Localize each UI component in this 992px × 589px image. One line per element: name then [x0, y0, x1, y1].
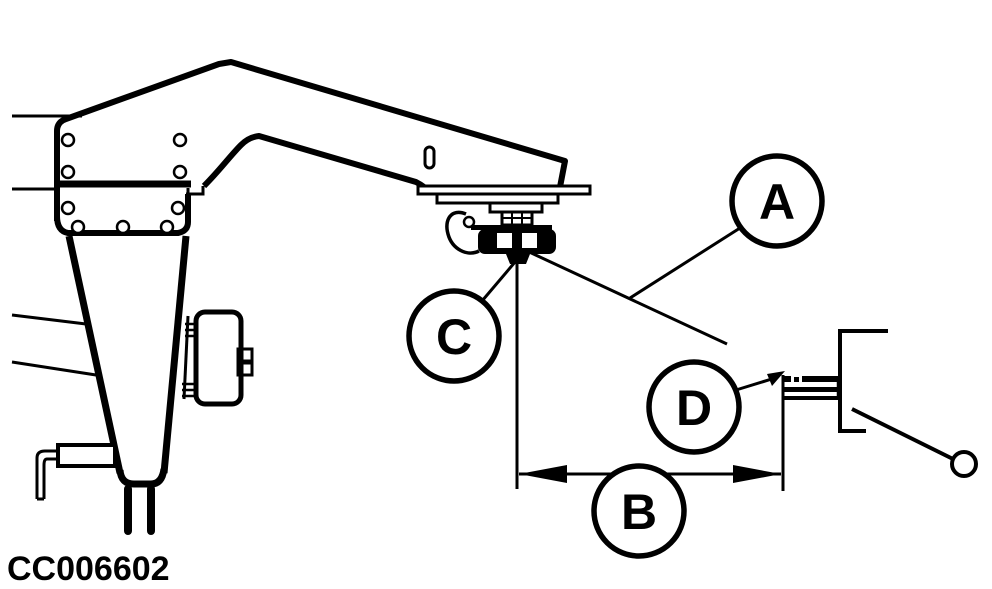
arm-inner-edge	[201, 133, 426, 190]
arm-outer-edge	[54, 59, 568, 221]
support-leg-left	[65, 235, 124, 474]
bracket-lower-edge	[54, 194, 191, 236]
callout-label-a: A	[759, 174, 795, 230]
sensor-assembly	[445, 210, 556, 264]
leader-d	[735, 376, 776, 392]
callout-circle	[646, 359, 742, 455]
sensor-body	[478, 229, 556, 254]
bolt-hole	[70, 219, 86, 235]
callout-label-b: B	[621, 484, 657, 540]
arrowhead-left-icon	[519, 465, 567, 483]
lever-ball	[950, 450, 978, 478]
cab-body-line	[11, 313, 87, 326]
bolt-hole	[60, 200, 76, 216]
support-leg-right	[160, 235, 190, 474]
mounting-plates	[416, 184, 592, 230]
mirror-arm-assembly	[35, 59, 592, 535]
bolt-hole	[172, 164, 188, 180]
figure-code: CC006602	[7, 550, 170, 588]
bracket-notch	[186, 186, 205, 196]
sensor-window	[522, 233, 537, 248]
callout-circle	[406, 288, 502, 384]
dimension-b	[515, 259, 785, 491]
actuator	[182, 309, 254, 407]
bolt-hole	[60, 132, 76, 148]
bolt-hole	[170, 200, 186, 216]
callout-circle	[591, 463, 687, 559]
rod-collar	[794, 377, 799, 382]
arrowhead-right-icon	[733, 465, 781, 483]
lever-rod	[851, 407, 954, 461]
callout-b: B	[591, 463, 687, 559]
sensor-window	[497, 233, 512, 248]
bolt-holes	[60, 132, 188, 235]
callout-label-c: C	[436, 309, 472, 365]
bracket-channel	[838, 329, 888, 433]
bolt-hole	[115, 219, 131, 235]
callout-c: C	[406, 288, 502, 384]
support-leg-base	[116, 468, 168, 488]
callout-d: D	[646, 359, 742, 455]
actuator-mount-tabs	[182, 322, 198, 398]
callout-label-d: D	[676, 380, 712, 436]
side-bracket	[56, 443, 117, 468]
sensor-leader-line	[526, 249, 728, 346]
leader-d-arrowhead-icon	[767, 371, 785, 386]
actuator-backplate	[182, 315, 190, 400]
bolt-hole	[60, 164, 76, 180]
rod-segment	[783, 387, 838, 392]
callout-a: A	[729, 153, 825, 249]
pedestal-stem-detail	[502, 212, 532, 225]
bolt-hole	[159, 219, 175, 235]
rod-ends	[781, 376, 840, 400]
leader-a	[629, 226, 741, 300]
reference-bracket	[781, 329, 978, 478]
callout-circle	[729, 153, 825, 249]
bent-tube	[35, 449, 58, 501]
threaded-rod	[781, 376, 840, 400]
wire-loop	[462, 215, 476, 229]
rod-segment	[783, 396, 838, 400]
rod-segment	[783, 376, 838, 382]
bolt-hole	[172, 132, 188, 148]
clamp-bar	[471, 225, 552, 230]
actuator-connector	[236, 361, 254, 377]
wire-hook	[445, 210, 480, 255]
arm-slot	[423, 145, 436, 170]
actuator-connector	[236, 347, 254, 363]
cab-body-line	[11, 360, 97, 377]
actuator-body	[193, 309, 244, 407]
